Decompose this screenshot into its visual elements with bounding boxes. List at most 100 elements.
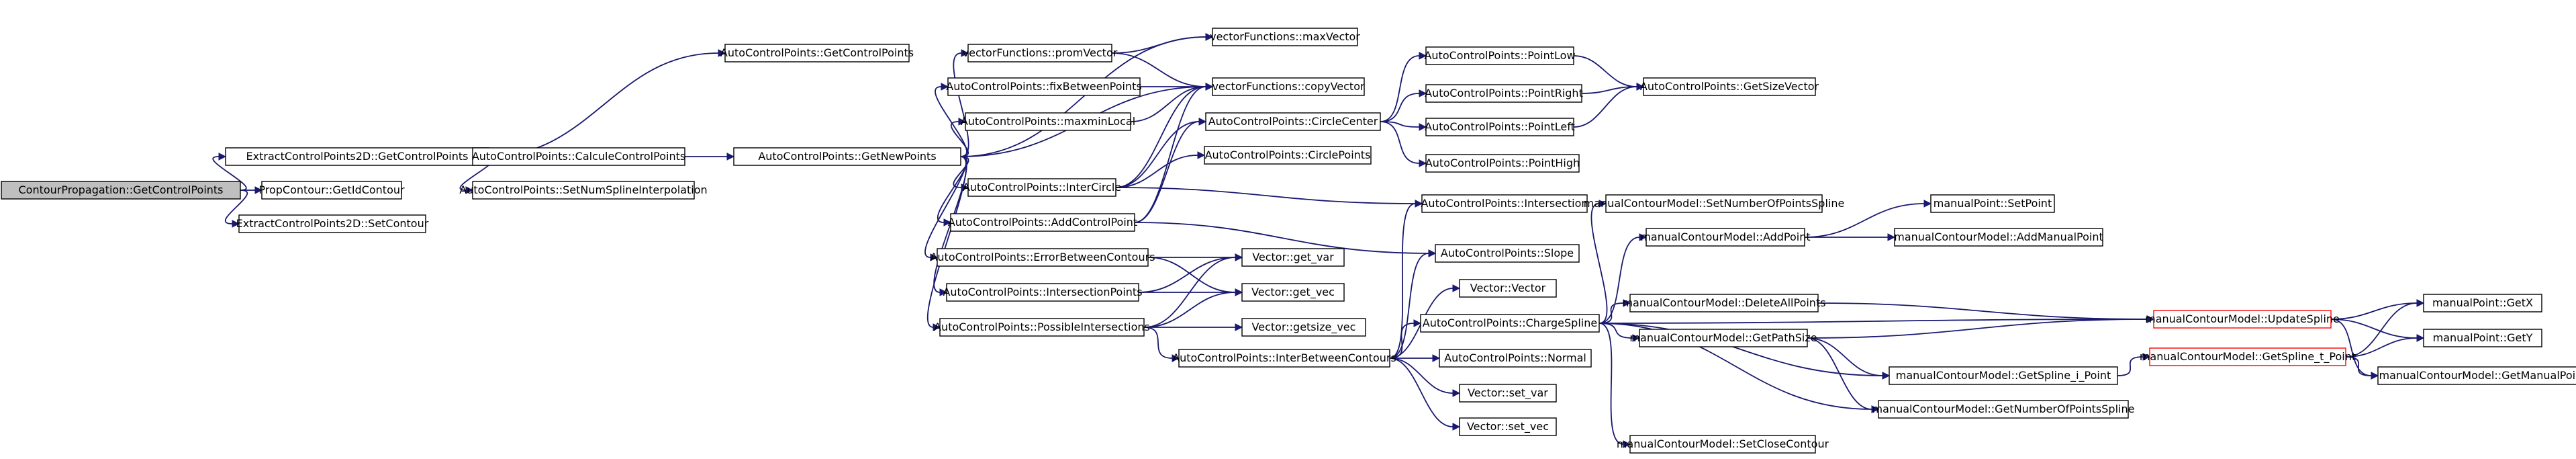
node-box (1212, 77, 1365, 96)
node-manualcontourmodel-getspline-t-point[interactable]: manualContourModel::GetSpline_t_Point (2140, 347, 2356, 366)
node-label: AutoControlPoints::PointLow (1424, 49, 1575, 62)
edge-arrowhead (1452, 284, 1461, 292)
node-vector-getsize-vec[interactable]: Vector::getsize_vec (1241, 318, 1366, 337)
node-autocontrolpoints-errorbetweencontours[interactable]: AutoControlPoints::ErrorBetweenContours (930, 248, 1155, 267)
edge-n18-n27 (1380, 121, 1427, 167)
node-box (2377, 366, 2576, 385)
edge-n7-n15 (926, 156, 967, 331)
node-vector-set-var[interactable]: Vector::set_var (1459, 384, 1557, 403)
edge-line (1817, 302, 2148, 320)
node-autocontrolpoints-getnewpoints[interactable]: AutoControlPoints::GetNewPoints (733, 147, 961, 166)
node-autocontrolpoints-intersectionpoints[interactable]: AutoControlPoints::IntersectionPoints (943, 283, 1143, 302)
node-autocontrolpoints-getsizevector[interactable]: AutoControlPoints::GetSizeVector (1640, 77, 1819, 96)
node-label: Vector::set_var (1468, 386, 1548, 400)
node-label: AutoControlPoints::Slope (1441, 247, 1574, 259)
node-box (1420, 314, 1600, 333)
node-vectorfunctions-maxvector[interactable]: vectorFunctions::maxVector (1210, 28, 1360, 46)
edge-arrowhead (2371, 372, 2379, 380)
node-autocontrolpoints-slope[interactable]: AutoControlPoints::Slope (1435, 244, 1580, 263)
node-manualcontourmodel-getpathsize[interactable]: manualContourModel::GetPathSize (1629, 329, 1817, 347)
node-vector-get-vec[interactable]: Vector::get_vec (1241, 283, 1345, 302)
node-autocontrolpoints-chargespline[interactable]: AutoControlPoints::ChargeSpline (1420, 314, 1600, 333)
node-autocontrolpoints-setnumsplineinterpolation[interactable]: AutoControlPoints::SetNumSplineInterpola… (459, 181, 708, 200)
node-box (472, 147, 685, 166)
node-box (261, 181, 402, 200)
node-box (1639, 329, 1808, 347)
node-extractcontrolpoints2d-getcontrolpoints[interactable]: ExtractControlPoints2D::GetControlPoints (225, 147, 489, 166)
node-autocontrolpoints-addcontrolpoint[interactable]: AutoControlPoints::AddControlPoint (948, 213, 1137, 232)
node-autocontrolpoints-pointright[interactable]: AutoControlPoints::PointRight (1425, 84, 1583, 103)
node-box (946, 283, 1139, 302)
node-autocontrolpoints-intersection[interactable]: AutoControlPoints::Intersection (1421, 194, 1588, 213)
node-propcontour-getidcontour[interactable]: PropContour::GetIdContour (258, 181, 405, 200)
node-manualcontourmodel-getmanualpoint[interactable]: manualContourModel::GetManualPoint (2377, 366, 2576, 385)
node-box (2149, 347, 2346, 366)
edge-line (1115, 121, 1200, 188)
node-label: AutoControlPoints::IntersectionPoints (943, 286, 1142, 298)
node-vector-get-var[interactable]: Vector::get_var (1241, 248, 1345, 267)
node-contourpropagation-getcontrolpoints[interactable]: ContourPropagation::GetControlPoints (1, 181, 241, 200)
node-box (1212, 28, 1358, 46)
edge-n15-n22 (1143, 323, 1243, 331)
node-box (724, 44, 910, 62)
node-box (967, 178, 1116, 197)
node-autocontrolpoints-circlecenter[interactable]: AutoControlPoints::CircleCenter (1205, 112, 1381, 131)
node-manualcontourmodel-getspline-i-point[interactable]: manualContourModel::GetSpline_i_Point (1889, 366, 2118, 385)
node-manualcontourmodel-addmanualpoint[interactable]: manualContourModel::AddManualPoint (1894, 228, 2103, 247)
edge-line (1573, 55, 1637, 87)
edge-n37-n42 (1805, 233, 1896, 241)
node-manualcontourmodel-updatespline[interactable]: manualContourModel::UpdateSpline (2145, 310, 2340, 329)
node-box (1645, 228, 1805, 247)
edge-line (1599, 302, 1624, 324)
edge-n7-n10 (950, 118, 969, 157)
node-autocontrolpoints-normal[interactable]: AutoControlPoints::Normal (1439, 349, 1592, 368)
edge-line (1115, 86, 1206, 188)
edge-line (1807, 337, 1872, 410)
node-extractcontrolpoints2d-setcontour[interactable]: ExtractControlPoints2D::SetContour (236, 214, 429, 233)
node-autocontrolpoints-calculecontrolpoints[interactable]: AutoControlPoints::CalculeControlPoints (472, 147, 685, 166)
node-autocontrolpoints-possibleintersections[interactable]: AutoControlPoints::PossibleIntersections (934, 318, 1150, 337)
edge-arrowhead (1419, 159, 1427, 167)
node-autocontrolpoints-getcontrolpoints[interactable]: AutoControlPoints::GetControlPoints (720, 44, 914, 62)
node-vector-set-vec[interactable]: Vector::set_vec (1459, 417, 1557, 436)
node-box (937, 248, 1149, 267)
node-autocontrolpoints-circlepoints[interactable]: AutoControlPoints::CirclePoints (1204, 146, 1372, 165)
edge-arrowhead (1452, 389, 1461, 397)
edge-arrowhead (933, 323, 941, 331)
node-vectorfunctions-copyvector[interactable]: vectorFunctions::copyVector (1212, 77, 1365, 96)
node-vectorfunctions-promvector[interactable]: vectorFunctions::promVector (963, 44, 1118, 62)
node-label: AutoControlPoints::PointRight (1425, 87, 1583, 99)
edge-arrowhead (939, 288, 948, 296)
node-manualpoint-setpoint[interactable]: manualPoint::SetPoint (1930, 194, 2055, 213)
edge-line (1115, 155, 1198, 188)
edge-n7-n8 (953, 49, 969, 157)
node-autocontrolpoints-interbetweencontours[interactable]: AutoControlPoints::InterBetweenContours (1172, 349, 1396, 368)
edge-arrowhead (1419, 52, 1427, 60)
node-autocontrolpoints-pointleft[interactable]: AutoControlPoints::PointLeft (1425, 118, 1575, 136)
node-autocontrolpoints-pointlow[interactable]: AutoControlPoints::PointLow (1424, 46, 1576, 65)
node-vector-vector[interactable]: Vector::Vector (1459, 279, 1557, 298)
edge-n46-n47 (2345, 299, 2425, 358)
node-autocontrolpoints-maxminlocal[interactable]: AutoControlPoints::maxminLocal (961, 112, 1135, 131)
node-manualpoint-gety[interactable]: manualPoint::GetY (2423, 329, 2542, 347)
node-autocontrolpoints-pointhigh[interactable]: AutoControlPoints::PointHigh (1425, 154, 1580, 173)
node-manualpoint-getx[interactable]: manualPoint::GetX (2423, 294, 2542, 312)
node-label: vectorFunctions::maxVector (1210, 30, 1360, 43)
edge-line (1599, 323, 1872, 410)
edge-arrowhead (1428, 249, 1437, 257)
node-autocontrolpoints-intercircle[interactable]: AutoControlPoints::InterCircle (963, 178, 1121, 197)
node-manualcontourmodel-setnumberofpointsspline[interactable]: manualContourModel::SetNumberOfPointsSpl… (1584, 194, 1845, 213)
edge-arrowhead (1172, 354, 1180, 362)
edge-line (2330, 319, 2372, 376)
node-autocontrolpoints-fixbetweenpoints[interactable]: AutoControlPoints::fixBetweenPoints (946, 77, 1142, 96)
edge-n31-n40 (1599, 323, 1631, 448)
node-manualcontourmodel-deleteallpoints[interactable]: manualContourModel::DeleteAllPoints (1622, 294, 1826, 312)
node-manualcontourmodel-addpoint[interactable]: manualContourModel::AddPoint (1640, 228, 1811, 247)
node-label: manualContourModel::AddPoint (1640, 231, 1810, 243)
edge-n11-n19 (1115, 151, 1206, 188)
node-manualcontourmodel-getnumberofpointsspline[interactable]: manualContourModel::GetNumberOfPointsSpl… (1872, 400, 2135, 419)
edge-line (1389, 358, 1453, 394)
node-manualcontourmodel-setclosecontour[interactable]: manualContourModel::SetCloseContour (1617, 435, 1829, 454)
node-box (1629, 435, 1816, 454)
